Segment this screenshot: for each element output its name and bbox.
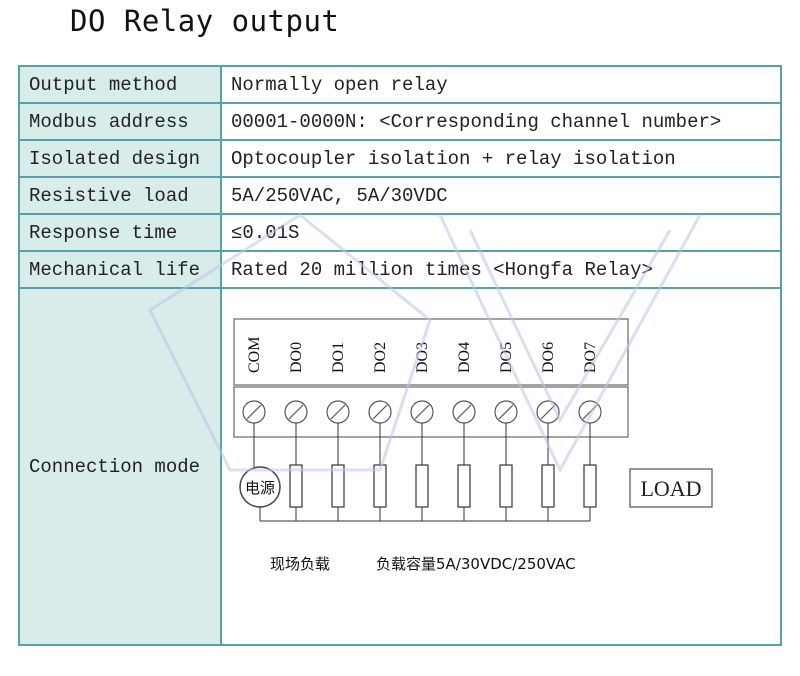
load-resistor-icon bbox=[373, 464, 387, 508]
terminal-label-do6: DO6 bbox=[540, 342, 557, 373]
table-row: Modbus address 00001-0000N: <Correspondi… bbox=[18, 102, 782, 141]
terminal-label-do5: DO5 bbox=[498, 342, 515, 373]
terminal-label-do2: DO2 bbox=[372, 342, 389, 373]
spec-table: Output method Normally open relay Modbus… bbox=[18, 65, 782, 646]
wiring-diagram: COM DO0 DO1 DO2 DO3 DO4 DO5 DO6 DO7 电源 LOAD 现场负载… bbox=[233, 318, 713, 573]
response-time-value: ≤0.01S bbox=[220, 213, 782, 252]
resistive-load-label: Resistive load bbox=[18, 176, 222, 215]
load-resistor-icon bbox=[499, 464, 513, 508]
terminal-label-do1: DO1 bbox=[330, 342, 347, 373]
terminal-label-com: COM bbox=[246, 337, 263, 373]
modbus-address-value: 00001-0000N: <Corresponding channel numb… bbox=[220, 102, 782, 141]
load-resistor-icon bbox=[457, 464, 471, 508]
mechanical-life-value: Rated 20 million times <Hongfa Relay> bbox=[220, 250, 782, 289]
output-method-label: Output method bbox=[18, 65, 222, 104]
table-row: Connection mode COM DO0 DO1 DO2 DO3 DO4 DO5 DO6… bbox=[18, 287, 782, 646]
output-method-value: Normally open relay bbox=[220, 65, 782, 104]
page-title: DO Relay output bbox=[70, 4, 340, 38]
mechanical-life-label: Mechanical life bbox=[18, 250, 222, 289]
table-row: Isolated design Optocoupler isolation + … bbox=[18, 139, 782, 178]
load-resistor-icon bbox=[541, 464, 555, 508]
terminal-label-do7: DO7 bbox=[582, 342, 599, 373]
wiring-diagram-cell: COM DO0 DO1 DO2 DO3 DO4 DO5 DO6 DO7 电源 LOAD 现场负载… bbox=[220, 287, 782, 646]
isolated-design-label: Isolated design bbox=[18, 139, 222, 178]
table-row: Resistive load 5A/250VAC, 5A/30VDC bbox=[18, 176, 782, 215]
power-source-label: 电源 bbox=[245, 479, 275, 497]
table-row: Output method Normally open relay bbox=[18, 65, 782, 104]
load-resistor-icon bbox=[583, 464, 597, 508]
load-capacity-caption: 负载容量5A/30VDC/250VAC bbox=[376, 555, 576, 573]
load-resistor-icon bbox=[331, 464, 345, 508]
load-resistor-icon bbox=[289, 464, 303, 508]
field-load-caption: 现场负载 bbox=[270, 555, 330, 573]
isolated-design-value: Optocoupler isolation + relay isolation bbox=[220, 139, 782, 178]
table-row: Response time ≤0.01S bbox=[18, 213, 782, 252]
terminal-label-do3: DO3 bbox=[414, 342, 431, 373]
load-box bbox=[629, 468, 713, 508]
terminal-label-do4: DO4 bbox=[456, 342, 473, 373]
connection-mode-label: Connection mode bbox=[18, 287, 222, 646]
response-time-label: Response time bbox=[18, 213, 222, 252]
terminal-label-do0: DO0 bbox=[288, 342, 305, 373]
load-label: LOAD bbox=[640, 476, 701, 501]
table-row: Mechanical life Rated 20 million times <… bbox=[18, 250, 782, 289]
resistive-load-value: 5A/250VAC, 5A/30VDC bbox=[220, 176, 782, 215]
modbus-address-label: Modbus address bbox=[18, 102, 222, 141]
load-resistor-icon bbox=[415, 464, 429, 508]
